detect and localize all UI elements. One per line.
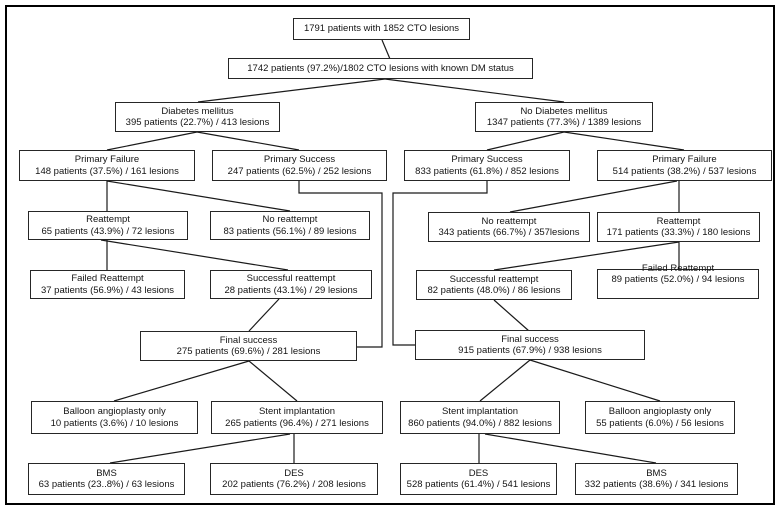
node-title: Primary Failure bbox=[652, 154, 717, 165]
node-stats: 860 patients (94.0%) / 882 lesions bbox=[408, 417, 552, 429]
node-stats: 171 patients (33.3%) / 180 lesions bbox=[606, 227, 751, 238]
node-title: No reattempt bbox=[481, 215, 537, 227]
node-title: Diabetes mellitus bbox=[161, 105, 234, 117]
node-stats: 148 patients (37.5%) / 161 lesions bbox=[35, 165, 179, 177]
node-title: Stent implantation bbox=[258, 406, 336, 417]
node-no-reattempt-dm: No reattempt 83 patients (56.1%) / 89 le… bbox=[210, 211, 370, 240]
node-title: Successful reattempt bbox=[449, 273, 539, 285]
node-failed-reattempt-nodm: Failed Reattempt 89 patients (52.0%) / 9… bbox=[597, 263, 759, 299]
node-stats: 528 patients (61.4%) / 541 lesions bbox=[406, 479, 551, 490]
node-stats: 275 patients (69.6%) / 281 lesions bbox=[176, 346, 321, 357]
node-stats: 265 patients (96.4%) / 271 lesions bbox=[225, 417, 369, 429]
node-bms-dm: BMS 63 patients (23..8%) / 63 lesions bbox=[28, 463, 185, 495]
node-stats: 65 patients (43.9%) / 72 lesions bbox=[41, 225, 175, 237]
node-stats: 343 patients (66.7%) / 357lesions bbox=[438, 227, 580, 238]
node-stats: 28 patients (43.1%) / 29 lesions bbox=[224, 284, 358, 296]
node-stats: 332 patients (38.6%) / 341 lesions bbox=[584, 479, 729, 490]
node-title: Final success bbox=[219, 334, 278, 346]
node-stent-implantation-dm: Stent implantation 265 patients (96.4%) … bbox=[211, 401, 383, 434]
node-title: Stent implantation bbox=[441, 406, 519, 417]
node-title: Final success bbox=[501, 333, 559, 345]
node-bms-nodm: BMS 332 patients (38.6%) / 341 lesions bbox=[575, 463, 738, 495]
node-successful-reattempt-nodm: Successful reattempt 82 patients (48.0%)… bbox=[416, 270, 572, 300]
node-title: Failed Reattempt bbox=[641, 262, 715, 274]
node-known-dm-status: 1742 patients (97.2%)/1802 CTO lesions w… bbox=[228, 58, 533, 79]
node-stats: 83 patients (56.1%) / 89 lesions bbox=[223, 225, 357, 237]
node-primary-success-dm: Primary Success 247 patients (62.5%) / 2… bbox=[212, 150, 387, 181]
node-no-reattempt-nodm: No reattempt 343 patients (66.7%) / 357l… bbox=[428, 212, 590, 242]
node-no-diabetes-mellitus: No Diabetes mellitus 1347 patients (77.3… bbox=[475, 102, 653, 132]
node-title: No reattempt bbox=[262, 214, 318, 225]
node-title: Primary Failure bbox=[74, 154, 140, 165]
node-balloon-angioplasty-nodm: Balloon angioplasty only 55 patients (6.… bbox=[585, 401, 735, 434]
node-des-nodm: DES 528 patients (61.4%) / 541 lesions bbox=[400, 463, 557, 495]
figure-border bbox=[5, 5, 775, 505]
node-stats: 202 patients (76.2%) / 208 lesions bbox=[222, 479, 366, 490]
node-title: DES bbox=[284, 467, 304, 479]
node-primary-failure-nodm: Primary Failure 514 patients (38.2%) / 5… bbox=[597, 150, 772, 181]
node-title: 1742 patients (97.2%)/1802 CTO lesions w… bbox=[247, 62, 514, 74]
node-title: Failed Reattempt bbox=[71, 273, 144, 284]
node-stats: 1347 patients (77.3%) / 1389 lesions bbox=[486, 117, 642, 128]
node-title: DES bbox=[468, 467, 489, 479]
node-stats: 82 patients (48.0%) / 86 lesions bbox=[427, 285, 561, 296]
node-stats: 915 patients (67.9%) / 938 lesions bbox=[458, 345, 602, 356]
node-des-dm: DES 202 patients (76.2%) / 208 lesions bbox=[210, 463, 378, 495]
node-stats: 37 patients (56.9%) / 43 lesions bbox=[40, 284, 175, 296]
node-stats: 395 patients (22.7%) / 413 lesions bbox=[125, 117, 270, 128]
node-failed-reattempt-dm: Failed Reattempt 37 patients (56.9%) / 4… bbox=[30, 270, 185, 299]
node-title: Balloon angioplasty only bbox=[63, 406, 166, 417]
node-final-success-nodm: Final success 915 patients (67.9%) / 938… bbox=[415, 330, 645, 360]
node-total-patients: 1791 patients with 1852 CTO lesions bbox=[293, 18, 470, 40]
node-reattempt-dm: Reattempt 65 patients (43.9%) / 72 lesio… bbox=[28, 211, 188, 240]
node-title: No Diabetes mellitus bbox=[520, 105, 608, 117]
node-successful-reattempt-dm: Successful reattempt 28 patients (43.1%)… bbox=[210, 270, 372, 299]
node-title: Reattempt bbox=[656, 215, 701, 227]
node-diabetes-mellitus: Diabetes mellitus 395 patients (22.7%) /… bbox=[115, 102, 280, 132]
node-title: BMS bbox=[96, 467, 117, 479]
node-stats: 63 patients (23..8%) / 63 lesions bbox=[38, 479, 175, 490]
node-stats: 89 patients (52.0%) / 94 lesions bbox=[611, 274, 745, 285]
node-title: Successful reattempt bbox=[246, 273, 336, 284]
node-stats: 833 patients (61.8%) / 852 lesions bbox=[415, 165, 559, 177]
node-stats: 10 patients (3.6%) / 10 lesions bbox=[50, 417, 179, 429]
node-primary-success-nodm: Primary Success 833 patients (61.8%) / 8… bbox=[404, 150, 570, 181]
node-stats: 514 patients (38.2%) / 537 lesions bbox=[612, 165, 757, 177]
node-balloon-angioplasty-dm: Balloon angioplasty only 10 patients (3.… bbox=[31, 401, 198, 434]
node-primary-failure-dm: Primary Failure 148 patients (37.5%) / 1… bbox=[19, 150, 195, 181]
node-reattempt-nodm: Reattempt 171 patients (33.3%) / 180 les… bbox=[597, 212, 760, 242]
node-title: Primary Success bbox=[451, 154, 523, 165]
node-stats: 247 patients (62.5%) / 252 lesions bbox=[227, 165, 372, 177]
node-title: BMS bbox=[646, 467, 667, 479]
node-stent-implantation-nodm: Stent implantation 860 patients (94.0%) … bbox=[400, 401, 560, 434]
node-title: Primary Success bbox=[263, 154, 336, 165]
node-title: Balloon angioplasty only bbox=[608, 406, 712, 417]
node-final-success-dm: Final success 275 patients (69.6%) / 281… bbox=[140, 331, 357, 361]
node-title: Reattempt bbox=[86, 214, 130, 225]
node-stats: 55 patients (6.0%) / 56 lesions bbox=[596, 417, 724, 429]
node-title: 1791 patients with 1852 CTO lesions bbox=[303, 23, 460, 35]
